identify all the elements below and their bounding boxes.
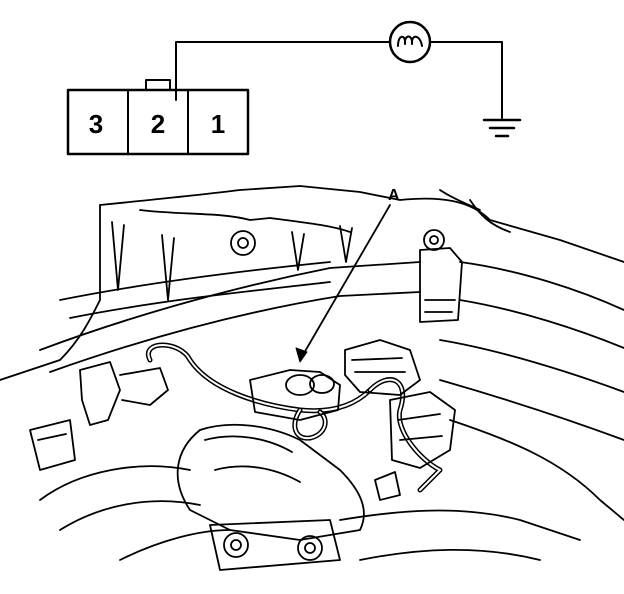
bolt-icon xyxy=(297,535,323,561)
left-housing-outline xyxy=(0,204,101,381)
bracket-block-detail xyxy=(424,299,456,313)
sensor-plug xyxy=(309,374,335,394)
lamp-icon xyxy=(388,20,432,64)
bracket-block xyxy=(419,247,463,323)
ground-icon xyxy=(482,118,522,138)
cooling-fins xyxy=(111,221,353,301)
wire-harness xyxy=(147,344,371,412)
pin-label: 1 xyxy=(211,109,225,139)
upper-cover-outline xyxy=(99,185,624,263)
housing-edge xyxy=(139,209,351,233)
callout-leader xyxy=(299,204,391,361)
connector-body xyxy=(66,88,250,156)
actuator-body xyxy=(389,391,456,469)
lower-hose xyxy=(39,465,191,501)
left-bracket xyxy=(29,419,76,471)
wire xyxy=(175,41,391,101)
tube xyxy=(59,261,331,301)
lower-hose xyxy=(359,548,541,561)
intake-pipe-detail xyxy=(204,435,301,483)
bolt-icon xyxy=(223,532,249,558)
lower-hose xyxy=(59,500,201,531)
side-connector xyxy=(119,367,169,406)
hose xyxy=(459,261,624,311)
lower-flange xyxy=(209,519,341,571)
lower-hose xyxy=(119,529,231,561)
pin-label: 2 xyxy=(151,109,165,139)
callout-arrowhead xyxy=(295,347,308,363)
hose xyxy=(439,379,624,441)
hose xyxy=(459,299,624,349)
connector-lock-tab xyxy=(145,79,171,91)
connector-housing-detail xyxy=(351,357,406,373)
callout-label: A xyxy=(388,187,400,204)
bolt-icon xyxy=(423,229,445,251)
engine-illustration xyxy=(0,185,624,571)
wire xyxy=(429,41,503,119)
wire-harness-loop xyxy=(293,409,327,440)
actuator-detail xyxy=(397,413,443,441)
tube xyxy=(49,291,421,373)
pin-label: 3 xyxy=(89,109,103,139)
tube xyxy=(69,281,331,319)
connector-circuit: 3 2 1 xyxy=(66,20,522,156)
tube xyxy=(39,261,421,351)
lower-hose xyxy=(339,509,581,541)
hose xyxy=(439,339,624,393)
bolt-icon xyxy=(230,230,256,256)
callout-a: A xyxy=(295,187,400,363)
sensor-housing xyxy=(249,369,341,421)
wire-harness xyxy=(369,378,441,491)
connector-housing xyxy=(344,339,421,396)
side-connector xyxy=(79,361,121,426)
hose xyxy=(449,419,624,521)
small-clip xyxy=(374,471,401,501)
housing-edge xyxy=(439,189,511,233)
intake-pipe xyxy=(176,423,365,541)
sensor-plug xyxy=(285,374,315,396)
